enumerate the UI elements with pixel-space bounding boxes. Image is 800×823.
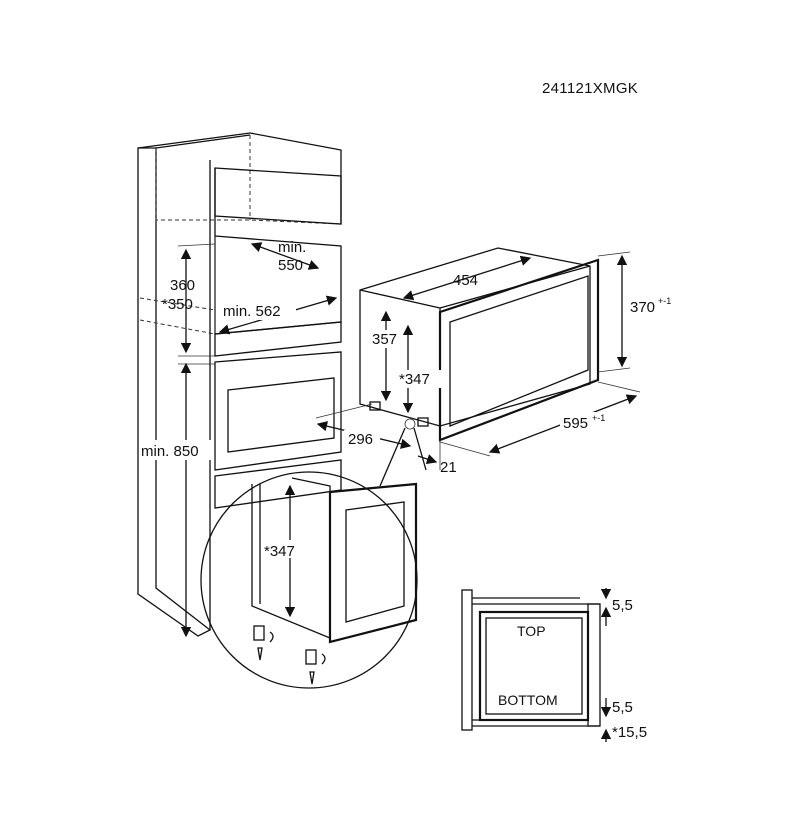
dim-niche-height: 360 *350 [162, 243, 216, 357]
label-360: 360 [170, 277, 195, 294]
dim-357: 357 [370, 310, 404, 402]
dim-370: 370 +-1 [597, 251, 671, 373]
tall-cabinet [137, 132, 342, 637]
dim-595: 595 +-1 [439, 381, 641, 457]
label-gap-top: 5,5 [612, 597, 633, 614]
label-gap-bottom: 5,5 [612, 699, 633, 716]
dim-min-550: min. 550 [250, 239, 320, 274]
label-357: 357 [372, 331, 397, 348]
label-370: 370 [630, 299, 655, 316]
dim-347: *347 [398, 324, 442, 414]
label-595-tol: +-1 [592, 413, 605, 423]
label-454: 454 [453, 272, 478, 289]
dim-296: 296 [315, 403, 412, 449]
label-min-850: min. 850 [141, 443, 199, 460]
label-350: *350 [162, 296, 193, 313]
dim-min-562: min. 562 [218, 295, 338, 335]
label-top: TOP [517, 623, 546, 639]
foot-right [305, 649, 326, 685]
label-347: *347 [399, 371, 430, 388]
foot-left [253, 625, 274, 661]
label-21: 21 [440, 459, 457, 476]
detail-label-347: *347 [264, 543, 295, 560]
label-370-tol: +-1 [658, 296, 671, 306]
label-min-562: min. 562 [223, 303, 281, 320]
label-min: min. [278, 239, 306, 256]
label-gap-bottom2: *15,5 [612, 724, 647, 741]
label-296: 296 [348, 431, 373, 448]
label-595: 595 [563, 415, 588, 432]
model-code: 241121XMGK [542, 80, 638, 97]
detail-callout: *347 [200, 418, 427, 689]
label-bottom: BOTTOM [498, 692, 558, 708]
section-panel: TOP BOTTOM 5,5 5,5 *15,5 [461, 588, 647, 742]
label-550: 550 [278, 257, 303, 274]
dim-454: 454 [402, 255, 532, 301]
dim-21: 21 [417, 440, 457, 476]
dim-min-850: min. 850 [140, 362, 215, 638]
